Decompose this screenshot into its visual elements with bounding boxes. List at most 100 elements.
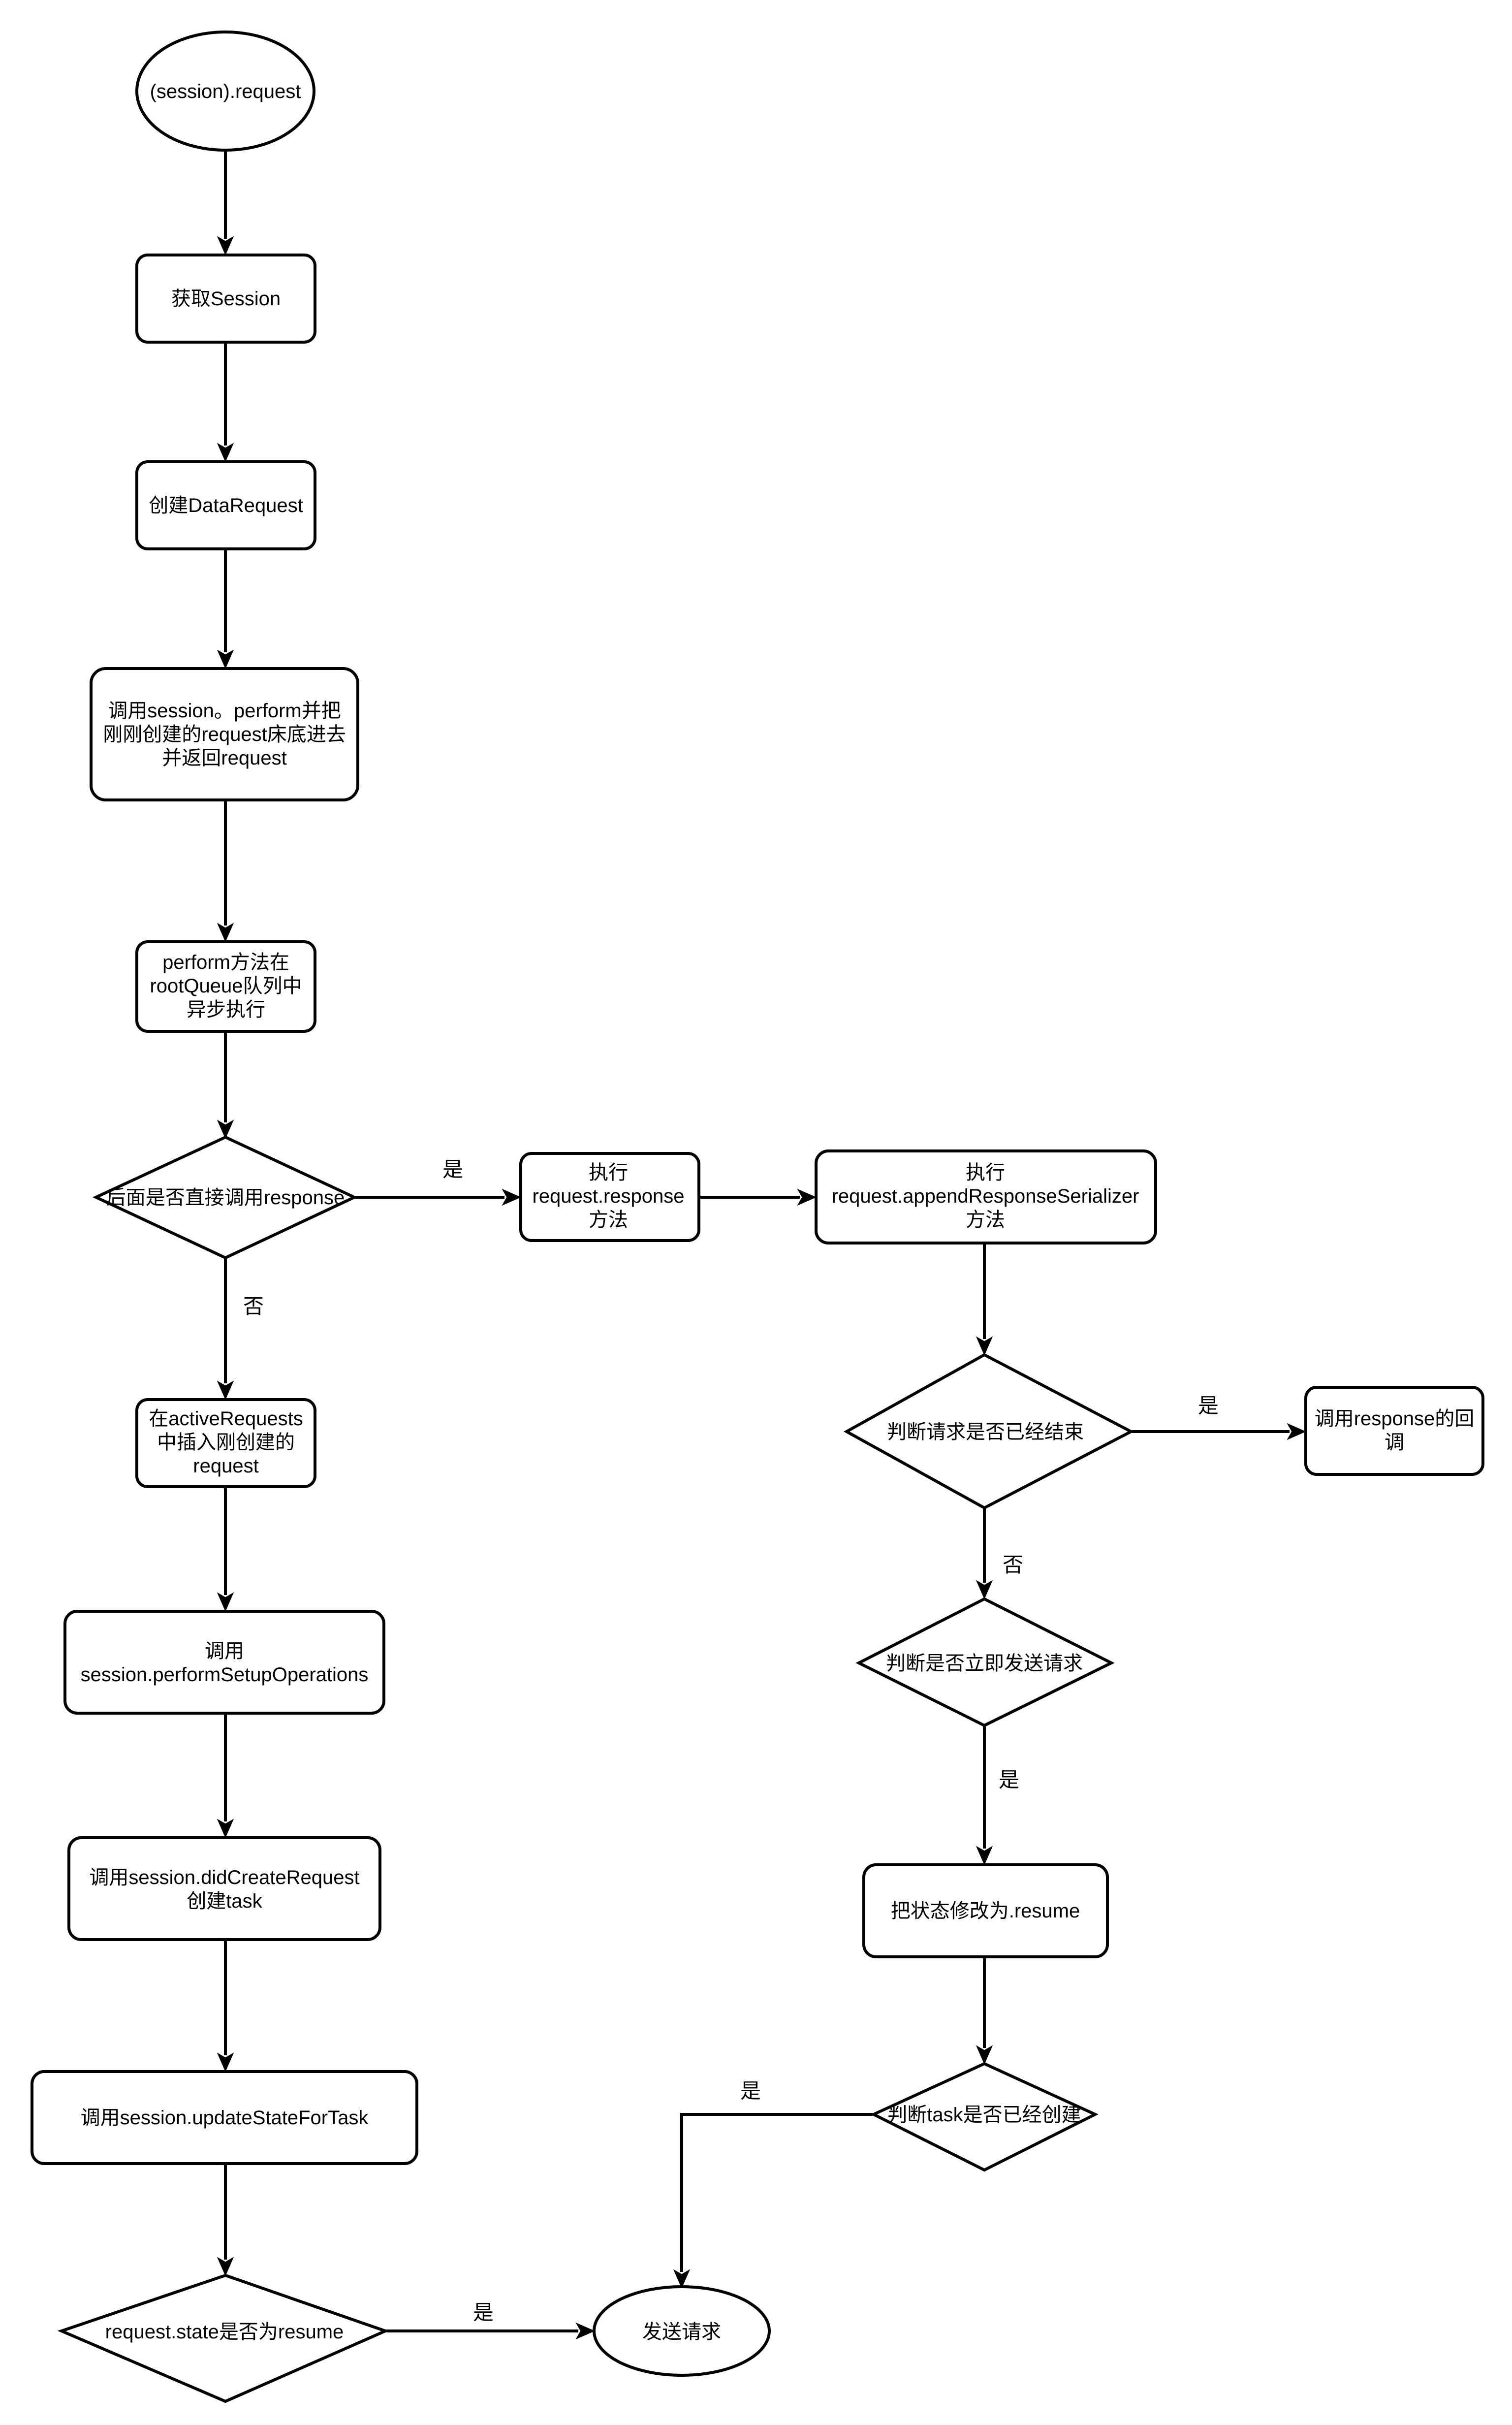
node-insert-active: 在activeRequests 中插入刚创建的 request (135, 1398, 316, 1488)
node-label: 创建DataRequest (149, 495, 303, 516)
process-box (519, 1152, 700, 1242)
node-exec-response: 执行 request.response 方法 (519, 1152, 700, 1242)
node-label: 调用session.didCreateRequest (89, 1867, 359, 1888)
node-set-resume: 把状态修改为.resume (862, 1863, 1109, 1958)
decision-diamond (57, 2273, 390, 2403)
node-direct-response: 后面是否直接调用response (92, 1135, 358, 1260)
node-label: 方法 (589, 1209, 628, 1231)
node-label: 执行 (589, 1162, 628, 1183)
arrowhead (976, 1846, 993, 1865)
edge-task-created-yes (680, 2113, 873, 2272)
process-box (815, 1149, 1157, 1244)
node-label: 调用session.updateStateForTask (81, 2107, 369, 2129)
process-box (135, 1398, 316, 1488)
node-label: request.response (532, 1185, 684, 1207)
edge-label-finished-no: 否 (1003, 1553, 1023, 1576)
process-box (31, 2070, 418, 2165)
node-send-now: 判断是否立即发送请求 (855, 1597, 1115, 1727)
node-send: 发送请求 (593, 2285, 771, 2377)
node-get-session: 获取Session (135, 254, 316, 344)
arrowhead (976, 1336, 993, 1356)
node-label: 发送请求 (642, 2321, 721, 2343)
node-label: 调用 (205, 1640, 244, 1662)
arrowhead (217, 1592, 234, 1612)
edge-label-task-yes: 是 (740, 2079, 761, 2103)
arrowhead (217, 443, 234, 462)
process-box (135, 460, 316, 550)
process-box (90, 667, 359, 801)
edge-label-resume-yes: 是 (473, 2301, 494, 2324)
node-label: 创建task (187, 1890, 262, 1912)
node-label: 获取Session (171, 288, 281, 310)
arrowhead (217, 649, 234, 669)
node-is-resume: request.state是否为resume (57, 2273, 390, 2403)
edge-labels: 是 否 是 否 是 是 是 (243, 1158, 1219, 2324)
edge-label-finished-yes: 是 (1198, 1394, 1219, 1417)
node-create-request: 创建DataRequest (135, 460, 316, 550)
node-is-finished: 判断请求是否已经结束 (843, 1353, 1134, 1510)
node-label: 后面是否直接调用response (106, 1187, 345, 1209)
edges (217, 150, 1306, 2340)
decision-diamond (92, 1135, 358, 1260)
node-setup-ops: 调用 session.performSetupOperations (63, 1610, 385, 1715)
node-label: rootQueue队列中 (150, 975, 302, 997)
node-call-perform: 调用session。perform并把 刚刚创建的request床底进去 并返回… (90, 667, 359, 801)
process-box (63, 1610, 385, 1715)
arrowhead (1287, 1423, 1306, 1440)
arrowhead (673, 2269, 691, 2289)
node-label: 调 (1385, 1432, 1404, 1453)
arrowhead (976, 1580, 993, 1599)
node-did-create: 调用session.didCreateRequest 创建task (67, 1836, 381, 1941)
node-label: 把状态修改为.resume (891, 1900, 1080, 1922)
process-box (1304, 1386, 1484, 1476)
arrowhead (502, 1188, 521, 1206)
node-label: request.state是否为resume (105, 2321, 344, 2343)
node-exec-append: 执行 request.appendResponseSerializer 方法 (815, 1149, 1157, 1244)
end-ellipse (593, 2285, 771, 2377)
decision-diamond (870, 2062, 1099, 2172)
node-label: 执行 (966, 1162, 1005, 1183)
node-label: 调用session。perform并把 (108, 700, 341, 722)
arrowhead (217, 1819, 234, 1838)
edge-label-direct-yes: 是 (442, 1158, 463, 1181)
decision-diamond (855, 1597, 1115, 1727)
node-label: 判断是否立即发送请求 (886, 1653, 1083, 1674)
node-label: 在activeRequests (149, 1408, 303, 1430)
process-box (135, 940, 316, 1033)
process-box (135, 254, 316, 344)
arrowhead (217, 1119, 234, 1139)
node-label: 判断task是否已经创建 (887, 2104, 1081, 2126)
arrowhead (217, 2257, 234, 2276)
arrowhead (976, 2045, 993, 2065)
node-call-callback: 调用response的回 调 (1304, 1386, 1484, 1476)
process-box (862, 1863, 1109, 1958)
edge-label-send-now-yes: 是 (999, 1768, 1019, 1791)
start-ellipse (135, 31, 315, 152)
node-label: 判断请求是否已经结束 (887, 1421, 1084, 1443)
arrowhead (217, 236, 234, 255)
node-task-created: 判断task是否已经创建 (870, 2062, 1099, 2172)
arrowhead (217, 923, 234, 942)
node-label: 中插入刚创建的 (157, 1432, 295, 1453)
node-label: request.appendResponseSerializer (832, 1185, 1139, 1207)
arrowhead (575, 2322, 595, 2340)
node-label: 异步执行 (187, 999, 265, 1021)
node-label: perform方法在 (162, 952, 289, 973)
node-perform-async: perform方法在 rootQueue队列中 异步执行 (135, 940, 316, 1033)
node-label: request (193, 1455, 258, 1477)
decision-diamond (843, 1353, 1134, 1510)
arrowhead (217, 2052, 234, 2072)
node-label: 调用response的回 (1315, 1408, 1475, 1430)
node-label: 刚刚创建的request床底进去 (103, 724, 346, 745)
node-label: session.performSetupOperations (81, 1664, 369, 1686)
node-label: 方法 (966, 1209, 1005, 1231)
node-label: (session).request (150, 81, 301, 102)
node-label: 并返回request (162, 747, 286, 769)
arrowhead (797, 1188, 817, 1206)
node-update-state: 调用session.updateStateForTask (31, 2070, 418, 2165)
process-box (67, 1836, 381, 1941)
arrowhead (217, 1380, 234, 1400)
node-start: (session).request (135, 31, 315, 152)
edge-label-direct-no: 否 (243, 1295, 264, 1318)
